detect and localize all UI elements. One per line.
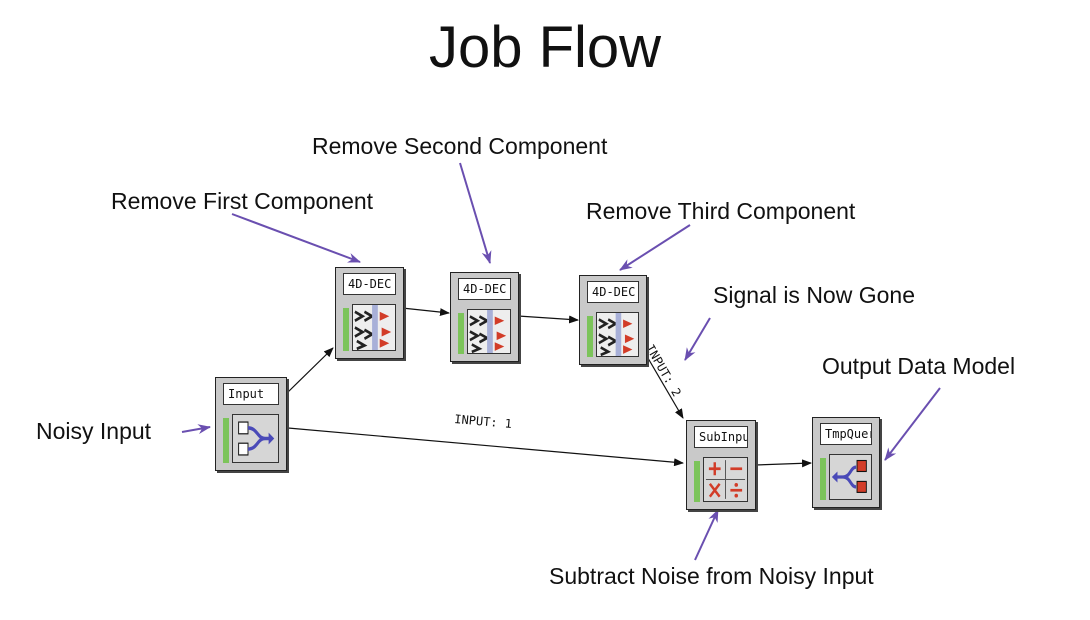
page-title: Job Flow [428,15,662,80]
annotation-noisy-input: Noisy Input [36,418,152,444]
status-bar [458,313,464,354]
arrow-signal-gone [684,317,711,361]
node-tmpquery[interactable]: TmpQuer [812,417,880,508]
edge-dec1-dec2 [401,307,450,317]
merge-cubes-icon [232,414,279,463]
node-tmpquery-label: TmpQuer [820,423,872,445]
decomposition-pattern-icon [596,312,639,357]
edge-input-subinput [287,427,684,467]
node-dec-3[interactable]: 4D-DEC [579,275,647,365]
node-dec-3-label: 4D-DEC [587,281,639,303]
node-input-label: Input [223,383,279,405]
edge-subinput-tmpquery [754,459,812,468]
node-dec-2[interactable]: 4D-DEC [450,272,519,362]
node-subinput[interactable]: SubInpu [686,420,756,510]
node-dec-1-label: 4D-DEC [343,273,396,295]
arrow-output-model [884,387,941,461]
annotation-remove-second: Remove Second Component [312,133,608,159]
node-dec-2-label: 4D-DEC [458,278,511,300]
arrow-subtract [694,509,719,561]
arrow-remove-third [619,224,691,271]
arrow-remove-first [231,213,361,263]
arrow-noisy-input [181,424,211,435]
annotation-output-model: Output Data Model [822,353,1016,379]
split-cubes-icon [829,454,872,500]
node-input[interactable]: Input [215,377,287,471]
annotation-subtract: Subtract Noise from Noisy Input [549,563,874,589]
edge-dec2-dec3 [517,315,579,324]
status-bar [694,461,700,502]
edge-dec3-subinput [644,352,684,419]
status-bar [587,316,593,357]
annotation-signal-gone: Signal is Now Gone [713,282,915,308]
status-bar [223,418,229,463]
node-dec-1[interactable]: 4D-DEC [335,267,404,359]
node-subinput-label: SubInpu [694,426,748,448]
status-bar [820,458,826,500]
decomposition-pattern-icon [352,304,396,351]
annotation-remove-third: Remove Third Component [586,198,856,224]
arrow-remove-second [459,162,492,264]
status-bar [343,308,349,351]
annotation-remove-first: Remove First Component [111,188,374,214]
edge-input-dec1 [286,347,334,394]
decomposition-pattern-icon [467,309,511,354]
arithmetic-operators-icon [703,457,748,502]
